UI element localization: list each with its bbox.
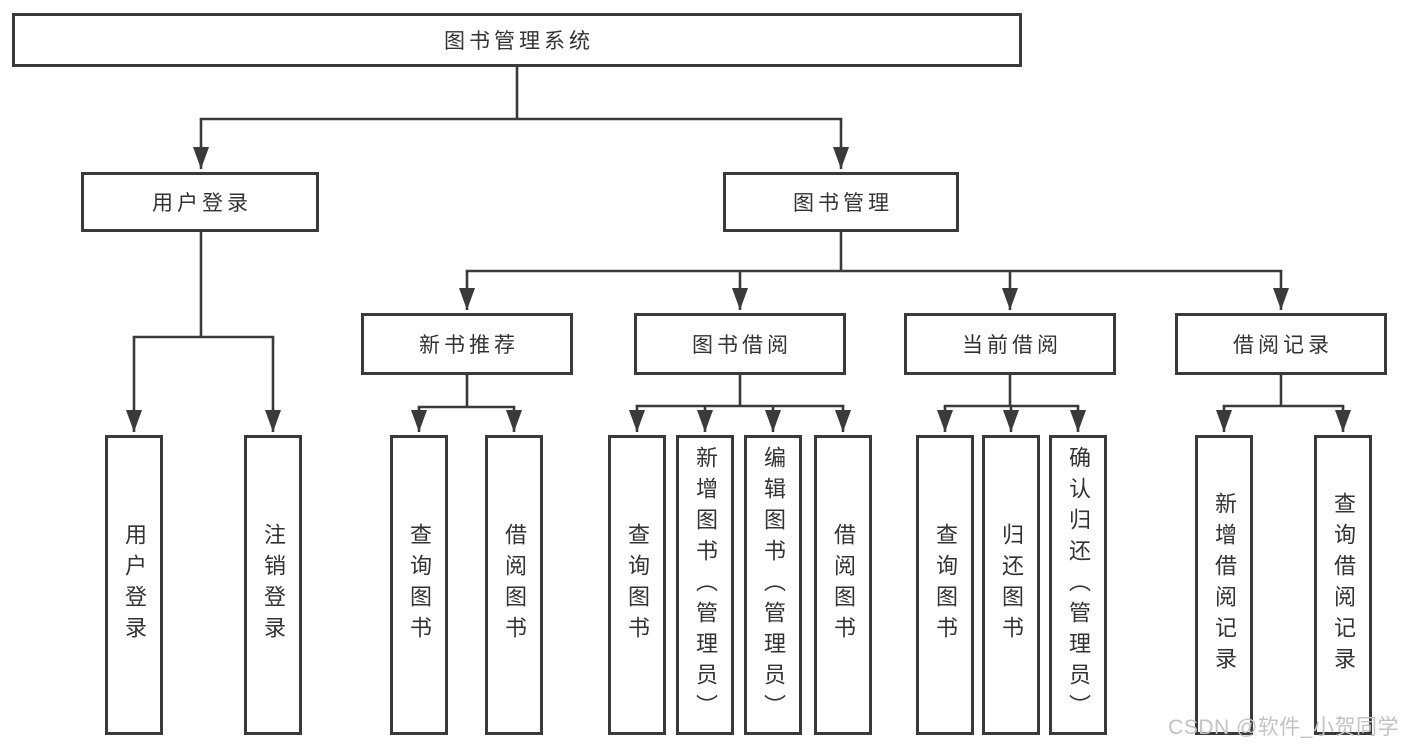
node-bb-add-books-admin: 新增图书（管理员）: [676, 435, 734, 735]
node-label: 借阅记录: [1233, 334, 1333, 357]
node-label: 借阅图书: [502, 523, 527, 647]
node-nb-query-books: 查询图书: [390, 435, 448, 735]
node-label: 注销登录: [261, 523, 286, 647]
node-user-login: 用户登录: [81, 172, 319, 232]
node-new-book-recommend: 新书推荐: [361, 313, 573, 375]
node-logout-leaf: 注销登录: [244, 435, 302, 735]
node-book-management-system: 图书管理系统: [12, 13, 1022, 67]
node-label: 借阅图书: [831, 523, 856, 647]
node-cb-return-books: 归还图书: [982, 435, 1040, 735]
node-label: 图书管理系统: [444, 30, 594, 53]
node-label: 新增借阅记录: [1212, 492, 1237, 678]
node-bb-borrow-books: 借阅图书: [814, 435, 872, 735]
node-bb-edit-books-admin: 编辑图书（管理员）: [744, 435, 802, 735]
node-label: 当前借阅: [962, 334, 1062, 357]
node-label: 新书推荐: [419, 334, 519, 357]
node-label: 查询图书: [933, 523, 958, 647]
node-label: 查询图书: [625, 523, 650, 647]
edge-borrow-records-children: [1216, 375, 1351, 432]
node-label: 查询图书: [407, 523, 432, 647]
node-br-query-record: 查询借阅记录: [1314, 435, 1372, 735]
node-current-borrow: 当前借阅: [904, 313, 1116, 375]
node-borrow-records: 借阅记录: [1175, 313, 1387, 375]
node-label: 用户登录: [152, 192, 252, 215]
node-book-borrow: 图书借阅: [634, 313, 846, 375]
node-label: 归还图书: [999, 523, 1024, 647]
node-cb-query-books: 查询图书: [916, 435, 974, 735]
edge-root-to-level1: [193, 67, 849, 169]
edge-user-login-children: [126, 232, 281, 432]
node-label: 查询借阅记录: [1331, 492, 1356, 678]
node-label: 编辑图书（管理员）: [761, 445, 786, 725]
node-label: 确认归还（管理员）: [1066, 445, 1091, 725]
node-user-login-leaf: 用户登录: [105, 435, 163, 735]
node-label: 新增图书（管理员）: [693, 445, 718, 725]
node-book-management: 图书管理: [723, 172, 959, 232]
node-nb-borrow-books: 借阅图书: [485, 435, 543, 735]
edge-book-borrow-children: [629, 375, 851, 432]
edge-current-borrow-children: [937, 375, 1086, 432]
edge-new-book-recommend-children: [411, 375, 522, 432]
node-label: 图书借阅: [692, 334, 792, 357]
node-label: 用户登录: [122, 523, 147, 647]
node-br-add-record: 新增借阅记录: [1195, 435, 1253, 735]
node-bb-query-books: 查询图书: [608, 435, 666, 735]
node-cb-confirm-return-admin: 确认归还（管理员）: [1049, 435, 1107, 735]
watermark: CSDN @软件_小贺同学: [1168, 716, 1399, 739]
edge-book-management-children: [459, 232, 1289, 310]
node-label: 图书管理: [793, 192, 893, 215]
